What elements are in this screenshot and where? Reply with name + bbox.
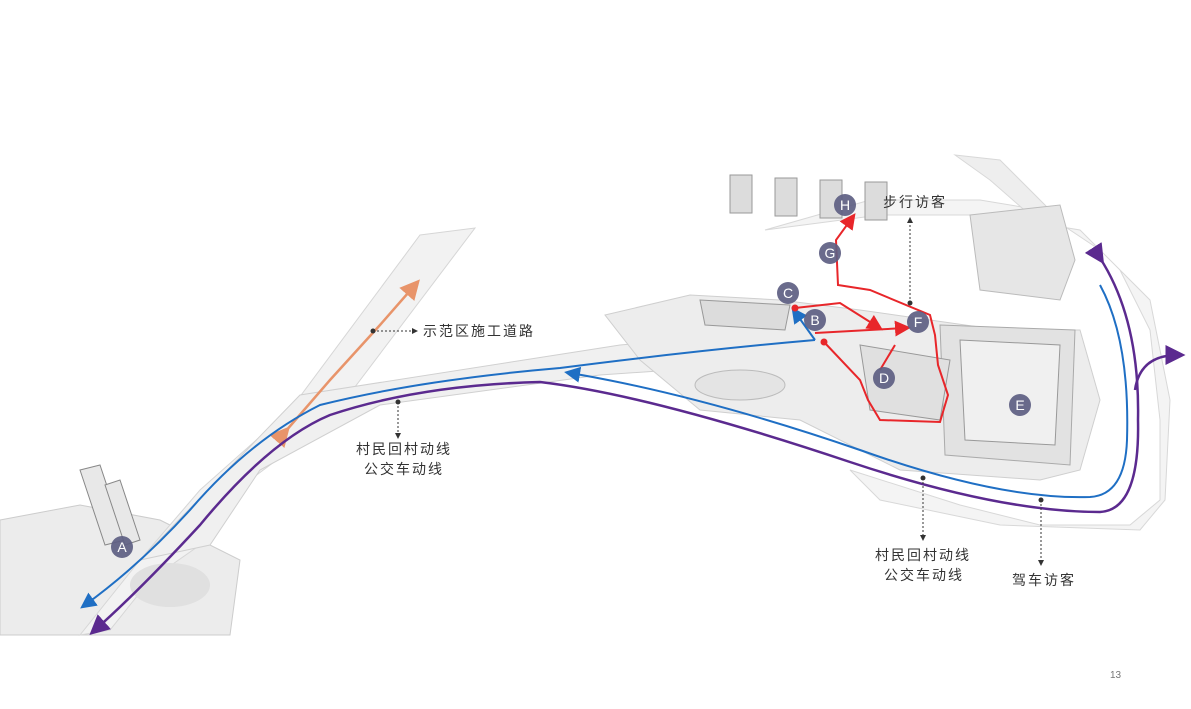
marker-d: D [873, 367, 895, 389]
driving-visitor-route-blue [80, 339, 816, 609]
bus-route-label-1: 公交车动线 [364, 462, 444, 478]
marker-letter: F [914, 314, 923, 330]
marker-letter: H [840, 197, 850, 213]
construction-road-label: 示范区施工道路 [423, 324, 535, 340]
marker-c: C [777, 282, 799, 304]
villager-bus-route-purple [89, 242, 1140, 635]
marker-circle [777, 282, 799, 304]
bus-route-label-2: 公交车动线 [884, 568, 964, 584]
marker-f: F [907, 311, 929, 333]
marker-g: G [819, 242, 841, 264]
villager-route-label-2: 村民回村动线 [875, 548, 971, 564]
marker-letter: B [810, 312, 819, 328]
marker-letter: A [117, 539, 127, 555]
marker-e: E [1009, 394, 1031, 416]
site-ground [0, 154, 1171, 636]
marker-circle [907, 311, 929, 333]
leader-lines [373, 217, 1044, 566]
page-number: 13 [1110, 670, 1122, 681]
marker-circle [819, 242, 841, 264]
marker-a: A [111, 536, 133, 558]
marker-circle [1009, 394, 1031, 416]
walking-visitors-label: 步行访客 [883, 195, 947, 211]
marker-circle [873, 367, 895, 389]
walking-visitor-route-red [794, 213, 950, 424]
blue-to-b [791, 307, 816, 341]
marker-letter: D [879, 370, 889, 386]
driving-visitors-label: 驾车访客 [1012, 573, 1076, 589]
marker-circle [111, 536, 133, 558]
marker-letter: G [825, 245, 836, 261]
marker-letter: E [1015, 397, 1024, 413]
marker-circle [804, 309, 826, 331]
marker-h: H [834, 194, 856, 216]
marker-letter: C [783, 285, 793, 301]
marker-b: B [804, 309, 826, 331]
driving-visitor-route-blue-return [564, 284, 1129, 499]
villager-route-label-1: 村民回村动线 [356, 442, 452, 458]
marker-circle [834, 194, 856, 216]
purple-branch [1133, 345, 1186, 391]
